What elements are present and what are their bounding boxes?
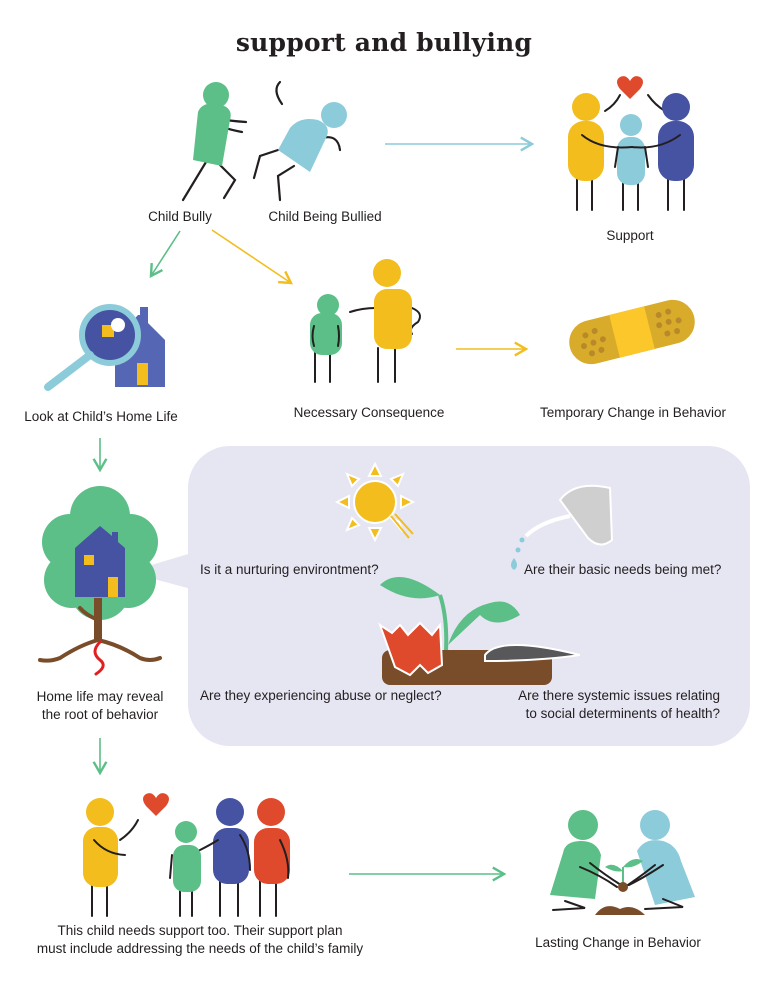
label-child-being-bullied: Child Being Bullied	[268, 209, 382, 224]
sun-icon	[335, 462, 416, 543]
support-illustration	[568, 76, 694, 211]
root-questions-panel	[188, 446, 750, 746]
bandage-icon	[569, 299, 695, 365]
watering-can-icon	[511, 484, 614, 570]
broken-pot	[378, 621, 444, 677]
tree-house-illustration	[38, 486, 195, 676]
label-child-bully: Child Bully	[148, 209, 212, 224]
arrow-bully-to-consequence	[211, 229, 294, 285]
heart-icon	[143, 793, 169, 816]
plant-illustration	[378, 577, 580, 685]
page-title: support and bullying	[235, 28, 533, 57]
bullying-illustration	[181, 80, 347, 202]
label-support: Support	[606, 228, 654, 243]
label-lasting-change: Lasting Change in Behavior	[535, 935, 701, 950]
consequence-illustration	[310, 259, 421, 383]
arrow-bully-to-homelife	[149, 230, 181, 279]
home-life-illustration	[44, 304, 165, 391]
question-nurturing: Is it a nurturing environtment?	[200, 562, 379, 577]
label-necessary-consequence: Necessary Consequence	[293, 405, 445, 420]
slug-icon	[484, 644, 580, 663]
lasting-change-illustration	[550, 810, 695, 915]
label-home-life: Look at Child’s Home Life	[24, 409, 178, 424]
question-basic-needs: Are their basic needs being met?	[524, 562, 722, 577]
question-abuse: Are they experiencing abuse or neglect?	[200, 688, 442, 703]
label-family-support: This child needs support too. Their supp…	[36, 923, 364, 956]
family-support-illustration	[83, 793, 290, 917]
label-temporary-change: Temporary Change in Behavior	[539, 405, 727, 420]
speech-pointer	[128, 552, 195, 590]
heart-icon	[617, 76, 643, 99]
